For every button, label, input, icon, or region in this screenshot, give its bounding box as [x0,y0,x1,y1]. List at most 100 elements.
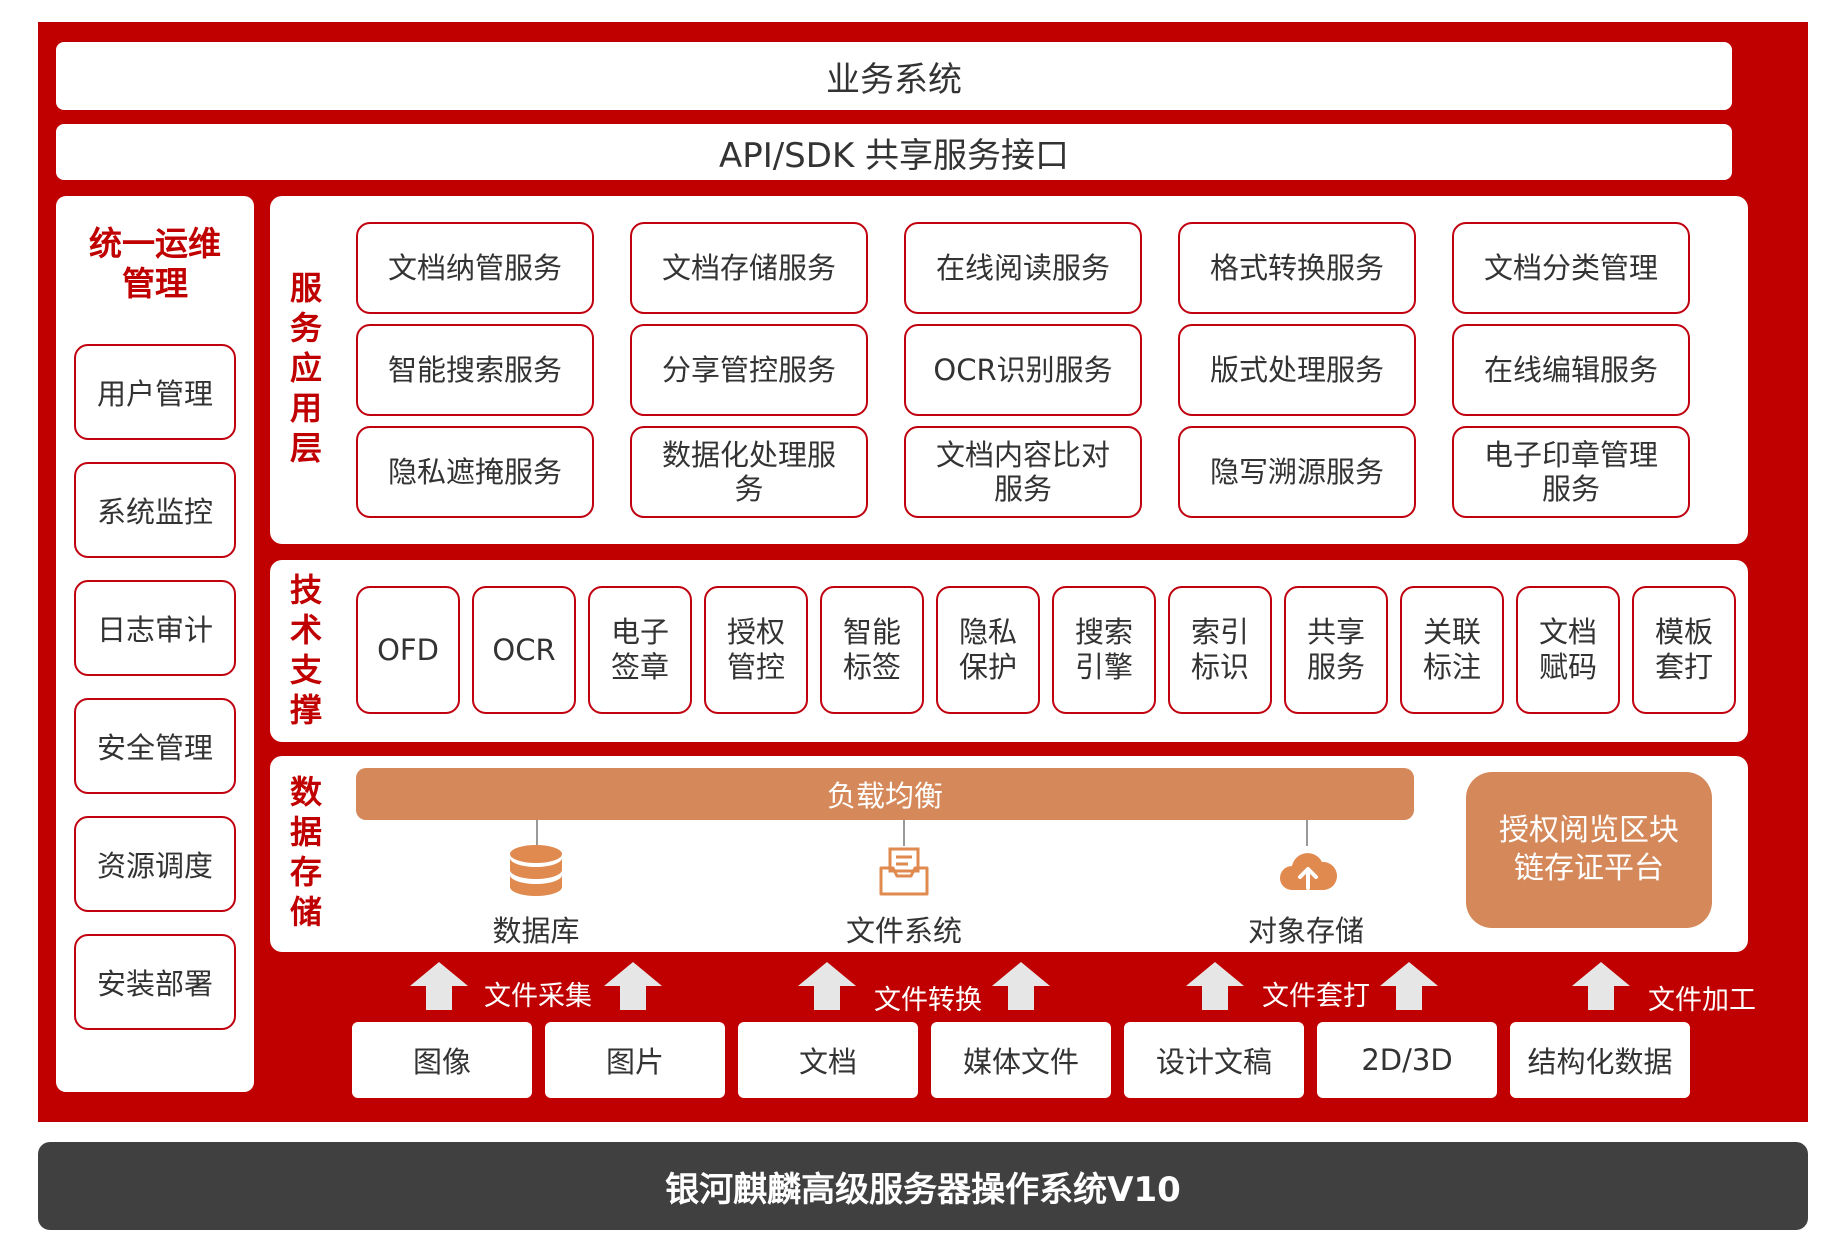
ops-item-label: 系统监控 [96,495,213,529]
service-label: 数据化处理服务 [662,438,837,506]
source-box-image: 图像 [352,1022,532,1098]
tech-label: 共享服务 [1306,615,1365,684]
source-box-document: 文档 [738,1022,918,1098]
os-label: 银河麒麟高级服务器操作系统V10 [665,1169,1181,1210]
load-balance-label: 负载均衡 [826,779,943,813]
source-box-media: 媒体文件 [931,1022,1111,1098]
service-layer-panel: 服 务 应 用 层 文档纳管服务 文档存储服务 在线阅读服务 格式转换服务 文档… [270,196,1748,544]
business-system-bar: 业务系统 [56,42,1732,110]
label-char: 用 [289,389,322,427]
service-label: 智能搜索服务 [387,353,562,387]
up-arrow-icon [992,962,1050,1010]
ops-item-install-deploy: 安装部署 [74,934,236,1030]
service-label: 文档内容比对服务 [936,438,1111,506]
tech-label: 隐私保护 [958,615,1017,684]
load-balance-bar: 负载均衡 [356,768,1414,820]
tech-box: 搜索引擎 [1052,586,1156,714]
service-layer-label: 服 务 应 用 层 [284,268,328,468]
service-box: 文档内容比对服务 [904,426,1142,518]
ops-management-title: 统一运维 管理 [56,224,254,304]
service-label: 文档分类管理 [1483,251,1658,285]
store-label-file-system: 文件系统 [845,914,962,948]
object-storage-icon [1280,853,1338,890]
tech-label: 关联标注 [1422,615,1481,684]
service-label: 在线阅读服务 [935,251,1110,285]
connector-line [1306,820,1308,846]
ops-item-label: 日志审计 [96,613,213,647]
service-label: 版式处理服务 [1209,353,1384,387]
source-label: 2D/3D [1361,1043,1453,1077]
label-char: 服 [289,269,322,307]
service-box: 格式转换服务 [1178,222,1416,314]
blockchain-line-2: 链存证平台 [1514,851,1664,886]
service-label: 文档纳管服务 [387,251,562,285]
ops-item-label: 安装部署 [96,967,213,1001]
up-arrow-icon [798,962,856,1010]
service-box: 隐写溯源服务 [1178,426,1416,518]
tech-layer-panel: 技 术 支 撑 OFD OCR 电子签章 授权管控 智能标签 隐私保护 搜索引擎… [270,560,1748,742]
tech-label: 索引标识 [1190,615,1249,684]
ops-item-label: 安全管理 [96,731,213,765]
ops-item-label: 用户管理 [96,377,213,411]
source-box-picture: 图片 [545,1022,725,1098]
label-char: 撑 [289,691,322,729]
service-label: 电子印章管理服务 [1484,438,1659,506]
business-system-label: 业务系统 [826,59,962,100]
up-arrow-icon [604,962,662,1010]
ops-management-column: 统一运维 管理 用户管理 系统监控 日志审计 安全管理 资源调度 安装部署 [56,196,254,1092]
source-label: 图像 [412,1045,471,1079]
connector-line [903,820,905,846]
label-char: 术 [289,611,322,649]
tech-box: 共享服务 [1284,586,1388,714]
service-label: 分享管控服务 [661,353,836,387]
tech-label: 智能标签 [842,615,901,684]
up-arrow-icon [1380,962,1438,1010]
service-box: 文档纳管服务 [356,222,594,314]
service-box: 在线阅读服务 [904,222,1142,314]
source-box-structured-data: 结构化数据 [1510,1022,1690,1098]
service-box: OCR识别服务 [904,324,1142,416]
service-box: 在线编辑服务 [1452,324,1690,416]
os-bar: 银河麒麟高级服务器操作系统V10 [38,1142,1808,1230]
source-label: 结构化数据 [1527,1045,1673,1079]
service-box: 版式处理服务 [1178,324,1416,416]
tech-box: 模板套打 [1632,586,1736,714]
service-box: 智能搜索服务 [356,324,594,416]
tech-label: 搜索引擎 [1074,615,1133,684]
ops-item-system-monitor: 系统监控 [74,462,236,558]
service-label: OCR识别服务 [933,353,1113,387]
label-char: 支 [289,651,322,689]
source-label: 文档 [798,1045,857,1079]
service-box: 隐私遮掩服务 [356,426,594,518]
store-label-database: 数据库 [492,914,580,948]
flow-label-convert: 文件转换 [874,985,982,1016]
ops-item-resource-scheduling: 资源调度 [74,816,236,912]
tech-box: 隐私保护 [936,586,1040,714]
service-box: 数据化处理服务 [630,426,868,518]
tech-label: 文档赋码 [1538,615,1597,684]
label-char: 应 [289,349,322,387]
file-system-icon [879,847,929,896]
connector-line [536,820,538,846]
ops-title-line-2: 管理 [122,264,188,303]
blockchain-platform-box: 授权阅览区块 链存证平台 [1466,772,1712,928]
tech-label: 电子签章 [610,615,669,684]
ops-item-user-management: 用户管理 [74,344,236,440]
api-interface-label: API/SDK 共享服务接口 [718,135,1070,176]
tech-label: OFD [377,632,439,667]
flow-label-process: 文件加工 [1648,985,1756,1016]
store-label-object-storage: 对象存储 [1247,914,1364,948]
flow-label-collect: 文件采集 [484,981,592,1012]
tech-box: 智能标签 [820,586,924,714]
ops-title-line-1: 统一运维 [89,224,221,263]
service-label: 格式转换服务 [1209,251,1384,285]
tech-box: 文档赋码 [1516,586,1620,714]
ops-item-security-management: 安全管理 [74,698,236,794]
ops-item-label: 资源调度 [96,849,213,883]
tech-box: 关联标注 [1400,586,1504,714]
blockchain-line-1: 授权阅览区块 [1499,813,1679,848]
tech-label: 模板套打 [1654,615,1713,684]
service-label: 文档存储服务 [661,251,836,285]
source-label: 媒体文件 [962,1045,1079,1079]
ops-item-log-audit: 日志审计 [74,580,236,676]
